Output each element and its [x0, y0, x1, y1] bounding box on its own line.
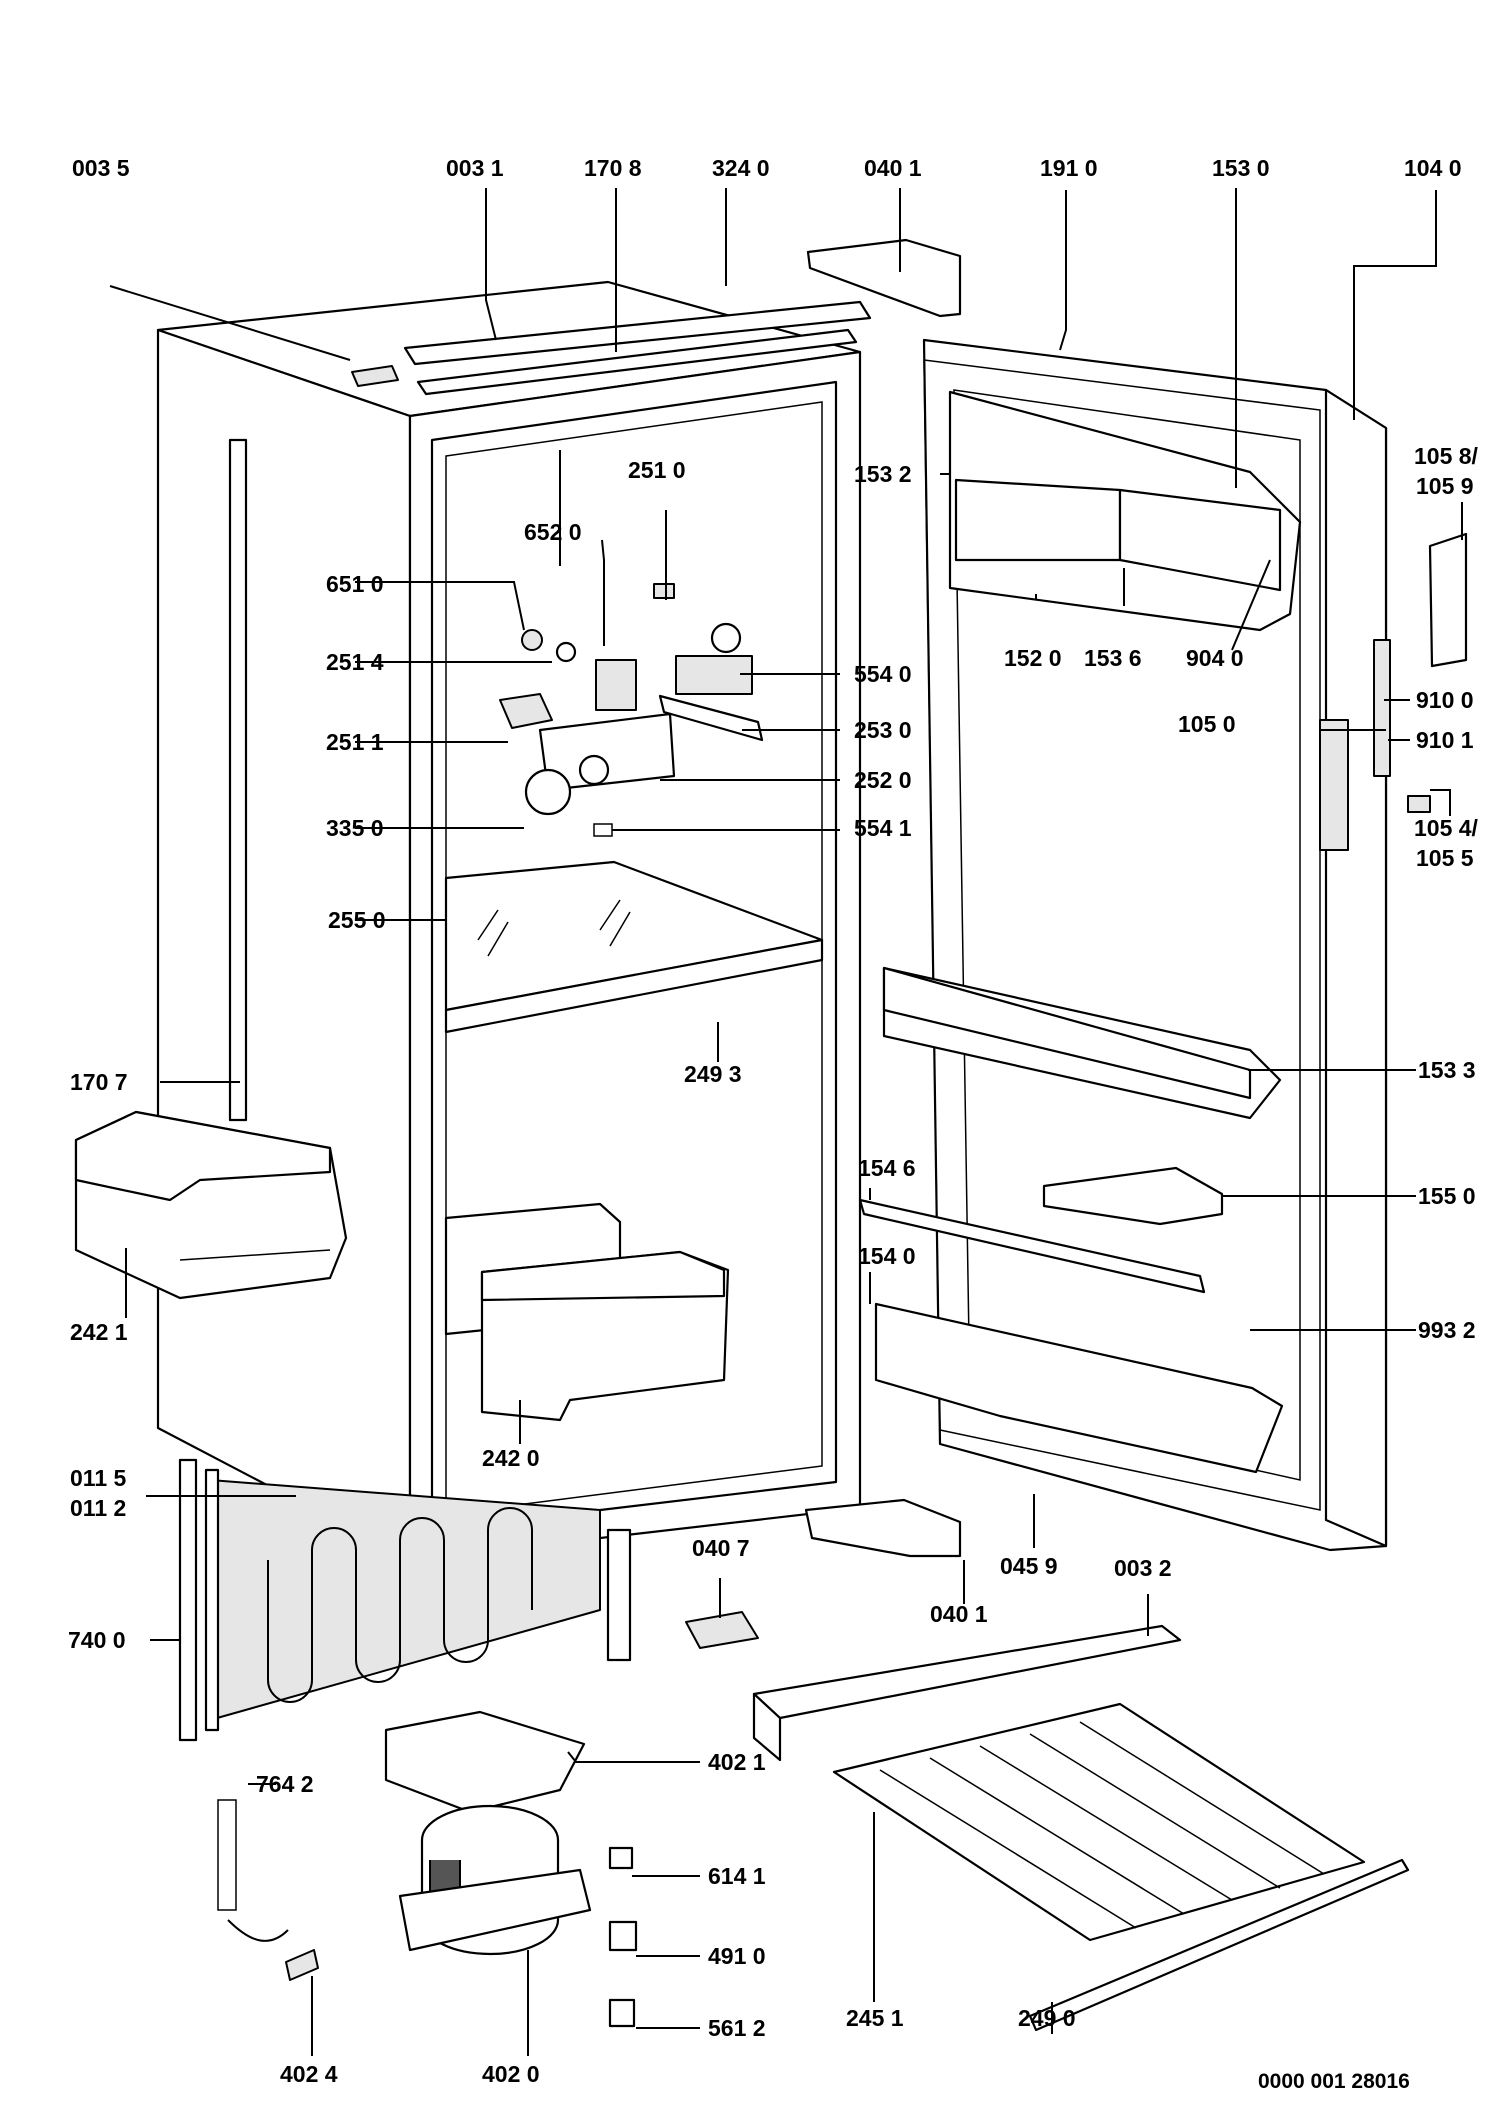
label-105-0: 105 0 [1178, 711, 1236, 737]
label-251-4: 251 4 [326, 649, 384, 675]
label-154-0: 154 0 [858, 1243, 916, 1269]
label-614-1: 614 1 [708, 1863, 766, 1889]
label-170-7: 170 7 [70, 1069, 128, 1095]
label-245-1: 245 1 [846, 2005, 904, 2031]
label-651-0: 651 0 [326, 571, 384, 597]
label-105-9: 105 9 [1416, 473, 1474, 499]
label-003-2: 003 2 [1114, 1555, 1172, 1581]
label-904-0: 904 0 [1186, 645, 1244, 671]
small-electrical-parts [285, 1611, 759, 2028]
label-153-2: 153 2 [854, 461, 912, 487]
label-910-0: 910 0 [1416, 687, 1474, 713]
label-105-8: 105 8/ [1414, 443, 1479, 469]
compressor [217, 1710, 592, 1956]
left-box [74, 1110, 348, 1300]
label-170-8: 170 8 [584, 155, 642, 181]
label-105-4: 105 4/ [1414, 815, 1479, 841]
label-910-1: 910 1 [1416, 727, 1474, 753]
label-740-0: 740 0 [68, 1627, 126, 1653]
label-003-5: 003 5 [72, 155, 130, 181]
label-242-0: 242 0 [482, 1445, 540, 1471]
label-249-0: 249 0 [1018, 2005, 1076, 2031]
label-561-2: 561 2 [708, 2015, 766, 2041]
label-255-0: 255 0 [328, 907, 386, 933]
label-003-1: 003 1 [446, 155, 504, 181]
label-040-1-bottom: 040 1 [930, 1601, 988, 1627]
label-993-2: 993 2 [1418, 1317, 1476, 1343]
label-652-0: 652 0 [524, 519, 582, 545]
door [804, 238, 1388, 1558]
thermostat-assembly [499, 583, 764, 837]
label-152-0: 152 0 [1004, 645, 1062, 671]
label-154-6: 154 6 [858, 1155, 916, 1181]
label-554-1: 554 1 [854, 815, 912, 841]
label-764-2: 764 2 [256, 1771, 314, 1797]
label-045-9: 045 9 [1000, 1553, 1058, 1579]
label-335-0: 335 0 [326, 815, 384, 841]
label-491-0: 491 0 [708, 1943, 766, 1969]
label-554-0: 554 0 [854, 661, 912, 687]
right-hinge-parts [1373, 532, 1468, 813]
label-105-5: 105 5 [1416, 845, 1474, 871]
label-104-0: 104 0 [1404, 155, 1462, 181]
label-252-0: 252 0 [854, 767, 912, 793]
label-040-1-top: 040 1 [864, 155, 922, 181]
label-402-4: 402 4 [280, 2061, 338, 2087]
label-242-1: 242 1 [70, 1319, 128, 1345]
leader-lines [109, 188, 1463, 2056]
crisper-drawers [444, 1202, 730, 1422]
bottom-grille [752, 1624, 1410, 2032]
document-number: 0000 001 28016 [1258, 2070, 1410, 2093]
condenser [178, 1458, 632, 1742]
label-153-6: 153 6 [1084, 645, 1142, 671]
label-251-0: 251 0 [628, 457, 686, 483]
label-153-0: 153 0 [1212, 155, 1270, 181]
part-labels: 003 5 003 1 170 8 324 0 040 1 191 0 153 … [68, 155, 1479, 2093]
label-011-2: 011 2 [70, 1495, 126, 1521]
label-249-3: 249 3 [684, 1061, 742, 1087]
label-253-0: 253 0 [854, 717, 912, 743]
label-040-7: 040 7 [692, 1535, 750, 1561]
label-155-0: 155 0 [1418, 1183, 1476, 1209]
label-324-0: 324 0 [712, 155, 770, 181]
label-402-0: 402 0 [482, 2061, 540, 2087]
glass-shelf [444, 860, 824, 1034]
label-011-5: 011 5 [70, 1465, 126, 1491]
label-251-1: 251 1 [326, 729, 384, 755]
label-191-0: 191 0 [1040, 155, 1098, 181]
label-153-3: 153 3 [1418, 1057, 1476, 1083]
label-402-1: 402 1 [708, 1749, 766, 1775]
